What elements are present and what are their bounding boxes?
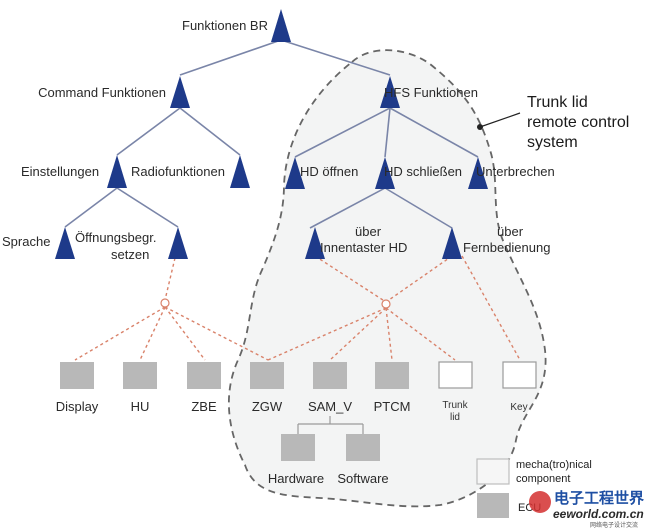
triangle-radiofunktionen [230, 155, 250, 188]
label-zgw: ZGW [252, 399, 283, 414]
label-command-funktionen: Command Funktionen [38, 85, 166, 100]
label-sam-v: SAM_V [308, 399, 352, 414]
label-trunk-lid-line1: Trunk [442, 400, 468, 411]
triangle-sprache [55, 227, 75, 259]
label-hu: HU [131, 399, 150, 414]
label-ueber-fernbedienung-line2: Fernbedienung [463, 240, 550, 255]
watermark-logo-icon [529, 491, 551, 513]
tree-connectors [64, 39, 479, 229]
ecu-box-sam-v [313, 362, 347, 389]
label-hd-schliessen: HD schließen [384, 164, 462, 179]
label-hd-oeffnen: HD öffnen [300, 164, 358, 179]
triangle-einstellungen [107, 155, 127, 188]
legend-mechatronic-label-line1: mecha(tro)nical [516, 459, 592, 471]
legend-mechatronic-swatch [476, 458, 510, 485]
annotation-line1: Trunk lid [527, 94, 588, 111]
label-funktionen-br: Funktionen BR [182, 18, 268, 33]
annotation-line3: system [527, 134, 578, 151]
label-ueber-innentaster-line2: Innentaster HD [320, 240, 407, 255]
function-triangles [55, 9, 488, 259]
zgw-subtree-connectors [297, 416, 364, 434]
eeworld-watermark: 电子工程世界 eeworld.com.cn 网络电子设计交流 [529, 489, 644, 529]
trunk-lid-system-boundary [227, 49, 547, 508]
label-oeffnungsbegr-line2: setzen [111, 247, 149, 262]
label-hardware: Hardware [268, 471, 324, 486]
label-radiofunktionen: Radiofunktionen [131, 164, 225, 179]
allocation-lines [74, 255, 521, 361]
label-software: Software [337, 471, 388, 486]
triangle-hd-oeffnen [285, 157, 305, 189]
legend-ecu-swatch [477, 493, 509, 518]
label-ptcm: PTCM [374, 399, 411, 414]
watermark-sub: 网络电子设计交流 [590, 521, 638, 529]
label-sprache: Sprache [2, 234, 50, 249]
ecu-box-zgw [250, 362, 284, 389]
label-einstellungen: Einstellungen [21, 164, 99, 179]
ecu-box-hu [123, 362, 157, 389]
label-trunk-lid-line2: lid [450, 412, 460, 423]
annotation-line2: remote control [527, 114, 629, 131]
triangle-unterbrechen [468, 157, 488, 189]
ecu-box-hardware [281, 434, 315, 461]
triangle-hfs-funktionen [380, 76, 400, 108]
annotation-pointer-line [479, 112, 521, 128]
junction-node-right [381, 299, 391, 309]
triangle-ueber-fernbedienung [442, 227, 462, 259]
triangle-hd-schliessen [375, 157, 395, 189]
label-display: Display [56, 399, 99, 414]
triangle-funktionen-br [271, 9, 291, 42]
mechatronic-box-key [502, 361, 537, 389]
label-zbe: ZBE [191, 399, 217, 414]
legend-mechatronic-label-line2: component [516, 473, 570, 485]
label-unterbrechen: Unterbrechen [476, 164, 555, 179]
triangle-ueber-innentaster [305, 227, 325, 259]
junction-node-left [160, 298, 170, 308]
mechatronic-box-trunk-lid [438, 361, 473, 389]
ecu-box-zbe [187, 362, 221, 389]
label-hfs-funktionen: HFS Funktionen [384, 85, 478, 100]
label-oeffnungsbegr-line1: Öffnungsbegr. [75, 230, 156, 245]
watermark-cn: 电子工程世界 [554, 489, 644, 507]
ecu-box-display [60, 362, 94, 389]
ecu-box-ptcm [375, 362, 409, 389]
triangle-command-funktionen [170, 76, 190, 108]
triangle-oeffnungsbegr [168, 227, 188, 259]
label-ueber-fernbedienung-line1: über [497, 224, 524, 239]
ecu-box-software [346, 434, 380, 461]
label-ueber-innentaster-line1: über [355, 224, 382, 239]
label-key: Key [510, 402, 527, 413]
watermark-en: eeworld.com.cn [553, 507, 644, 521]
